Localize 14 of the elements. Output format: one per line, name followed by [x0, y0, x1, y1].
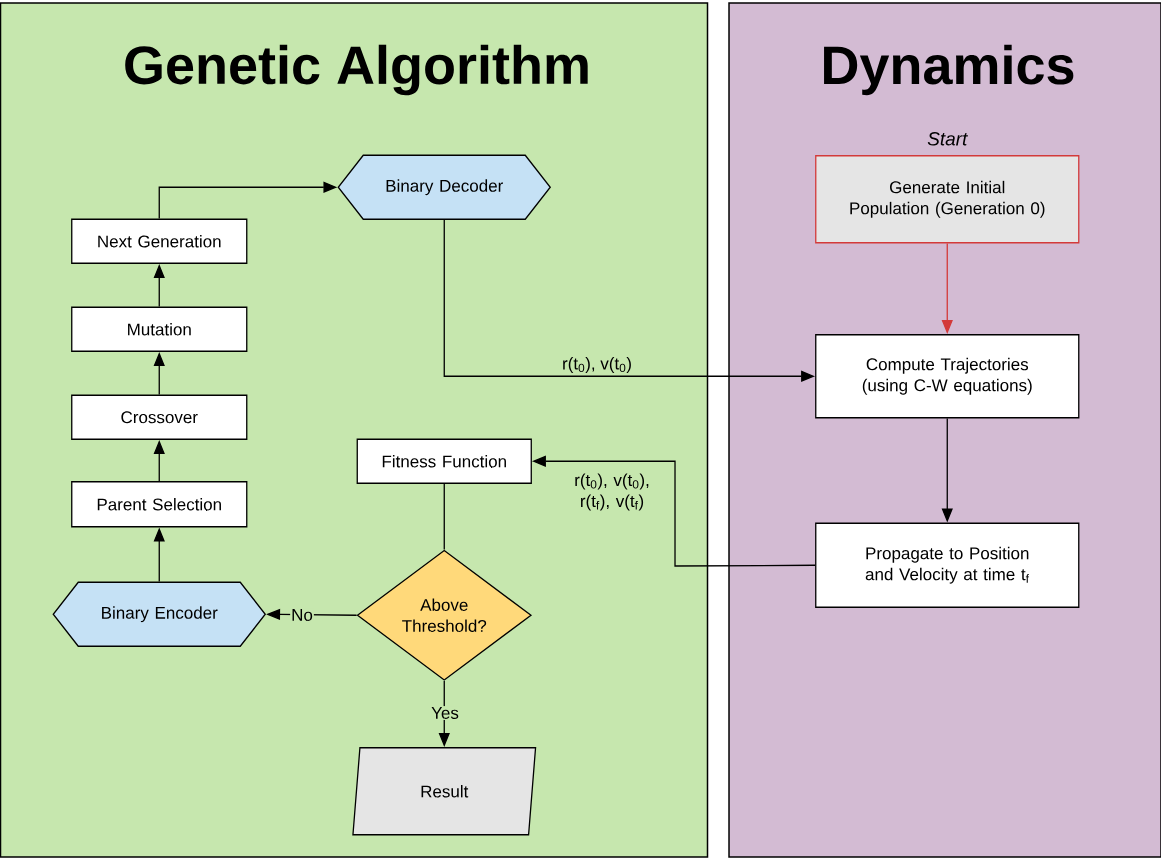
process-box: Next Generation [71, 218, 248, 264]
process-box: Compute Trajectories (using C-W equations) [815, 334, 1080, 419]
process-box: Crossover [71, 394, 248, 440]
process-box: Generate Initial Population (Generation 0) [815, 155, 1080, 244]
process-box: Mutation [71, 306, 248, 352]
process-box: Propagate to Position and Velocity at time t$_{f}$ [815, 522, 1080, 608]
edge-label: r(t$_{0}$), v(t$_{0}$), r(t$_{f}$), v(t$_{f}$) [575, 473, 649, 511]
edge-label: Yes [430, 706, 460, 720]
edge-label: r(t$_{0}$), v(t$_{0}$) [563, 357, 631, 373]
process-box: Parent Selection [71, 481, 248, 528]
start-label: Start [927, 132, 968, 146]
output-parallelogram: Result [352, 747, 537, 836]
edge-label: No [290, 608, 314, 622]
process-box: Fitness Function [356, 438, 532, 484]
